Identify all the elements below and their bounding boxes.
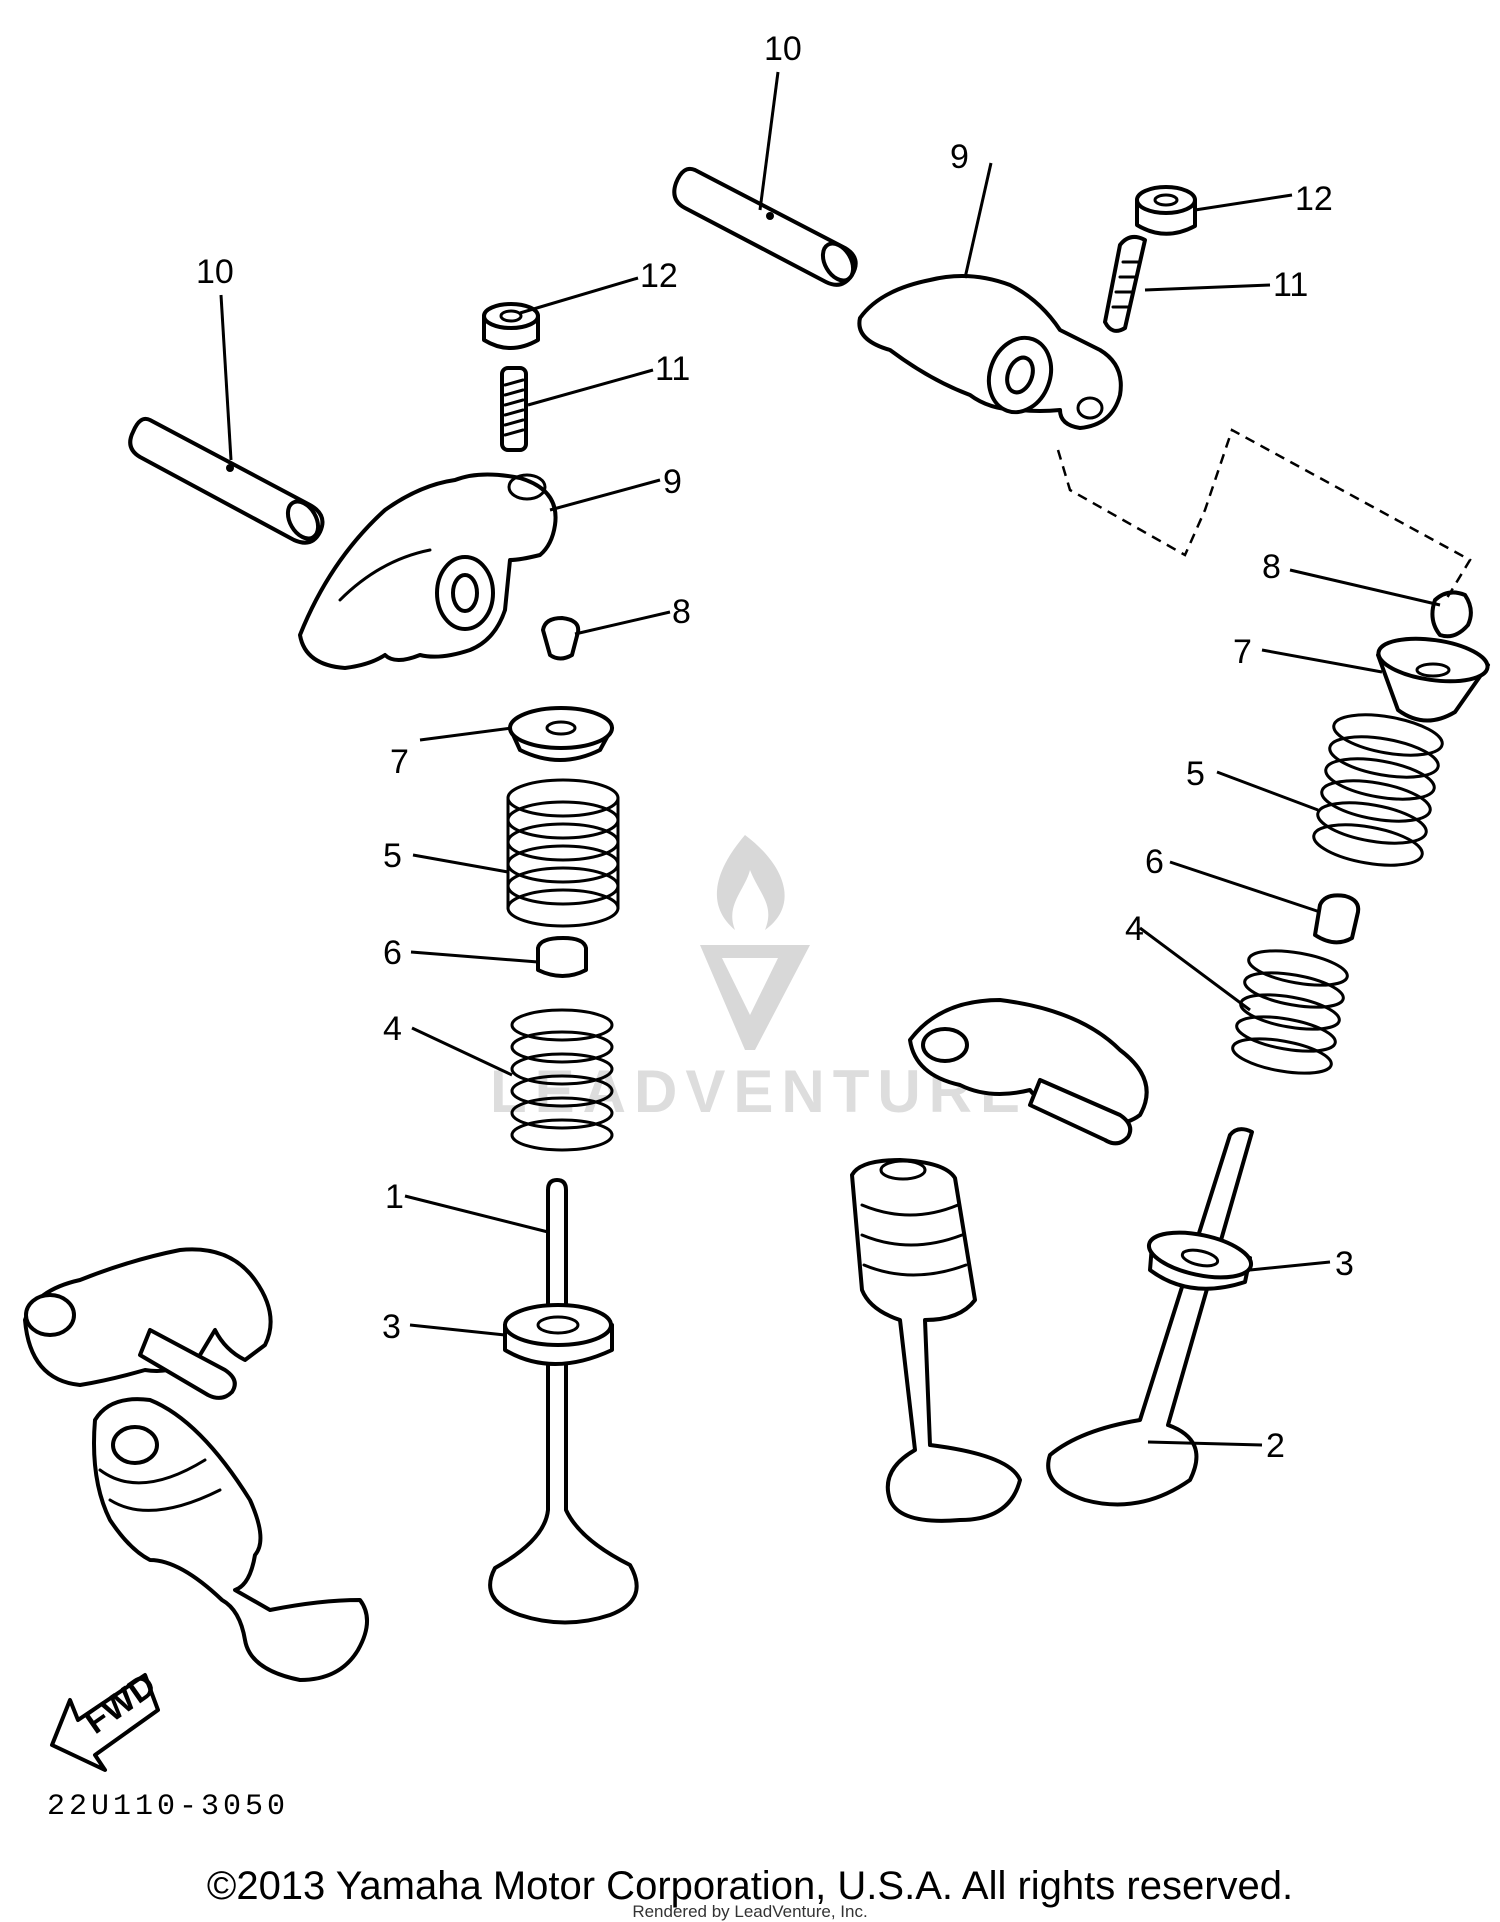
callout-11-right: 11 — [1273, 266, 1308, 304]
callout-1: 1 — [385, 1178, 404, 1216]
inner-valve-spring-left — [510, 1008, 614, 1152]
callout-2: 2 — [1266, 1427, 1285, 1465]
callout-8-left: 8 — [672, 593, 691, 631]
spring-retainer-right — [1376, 636, 1490, 723]
intake-valve — [488, 1178, 639, 1625]
valve-stem-seal-right — [1313, 893, 1361, 945]
inner-valve-spring-right — [1231, 949, 1349, 1075]
callout-9-right: 9 — [950, 138, 969, 176]
outer-valve-spring-right — [1312, 713, 1444, 867]
callout-4-left: 4 — [383, 1010, 402, 1048]
valve-guide-right — [1146, 1230, 1254, 1291]
callout-12-left: 12 — [640, 257, 678, 295]
copyright-notice: ©2013 Yamaha Motor Corporation, U.S.A. A… — [206, 1864, 1294, 1908]
callout-5-left: 5 — [383, 837, 402, 875]
callout-7-right: 7 — [1233, 633, 1252, 671]
forward-direction-arrow: FWD — [50, 1666, 163, 1772]
alignment-dashed-line — [1056, 428, 1472, 599]
rocker-arm-right — [857, 274, 1123, 430]
rocker-arm-left — [298, 472, 558, 670]
adjuster-screw-left — [500, 366, 528, 452]
valve-stem-seal-left — [536, 936, 588, 978]
callout-6-right: 6 — [1145, 843, 1164, 881]
callout-4-right: 4 — [1125, 910, 1144, 948]
rocker-shaft-left — [128, 416, 325, 545]
valve-cotter-right — [1430, 590, 1473, 639]
callout-11-left: 11 — [655, 350, 690, 388]
callout-9-left: 9 — [663, 463, 682, 501]
callout-6-left: 6 — [383, 934, 402, 972]
callout-8-right: 8 — [1262, 548, 1281, 586]
callout-numbers: 10 10 9 9 12 12 11 11 8 8 7 7 5 5 6 6 4 … — [196, 30, 1354, 1465]
callout-10-right: 10 — [764, 30, 802, 68]
exhaust-valve — [1046, 1127, 1254, 1507]
reference-assembly-center — [850, 998, 1149, 1523]
callout-7-left: 7 — [390, 743, 409, 781]
diagram-code: 22U110-3050 — [47, 1790, 290, 1824]
adjuster-nut-right — [1135, 185, 1197, 236]
rocker-shaft-right — [672, 166, 858, 287]
callout-3-right: 3 — [1335, 1245, 1354, 1283]
valve-cotter-left — [541, 616, 581, 661]
callout-3-left: 3 — [382, 1308, 401, 1346]
spring-retainer-left — [508, 706, 614, 762]
leader-lines — [219, 71, 1441, 1447]
callout-10-left: 10 — [196, 253, 234, 291]
adjuster-screw-right — [1103, 234, 1147, 333]
valve-guide-left — [503, 1303, 614, 1366]
callout-5-right: 5 — [1186, 755, 1205, 793]
rendered-by-credit: Rendered by LeadVenture, Inc. — [632, 1902, 868, 1921]
adjuster-nut-left — [482, 302, 540, 350]
callout-12-right: 12 — [1295, 180, 1333, 218]
outer-valve-spring-left — [506, 778, 620, 928]
reference-assembly-left — [23, 1247, 369, 1682]
